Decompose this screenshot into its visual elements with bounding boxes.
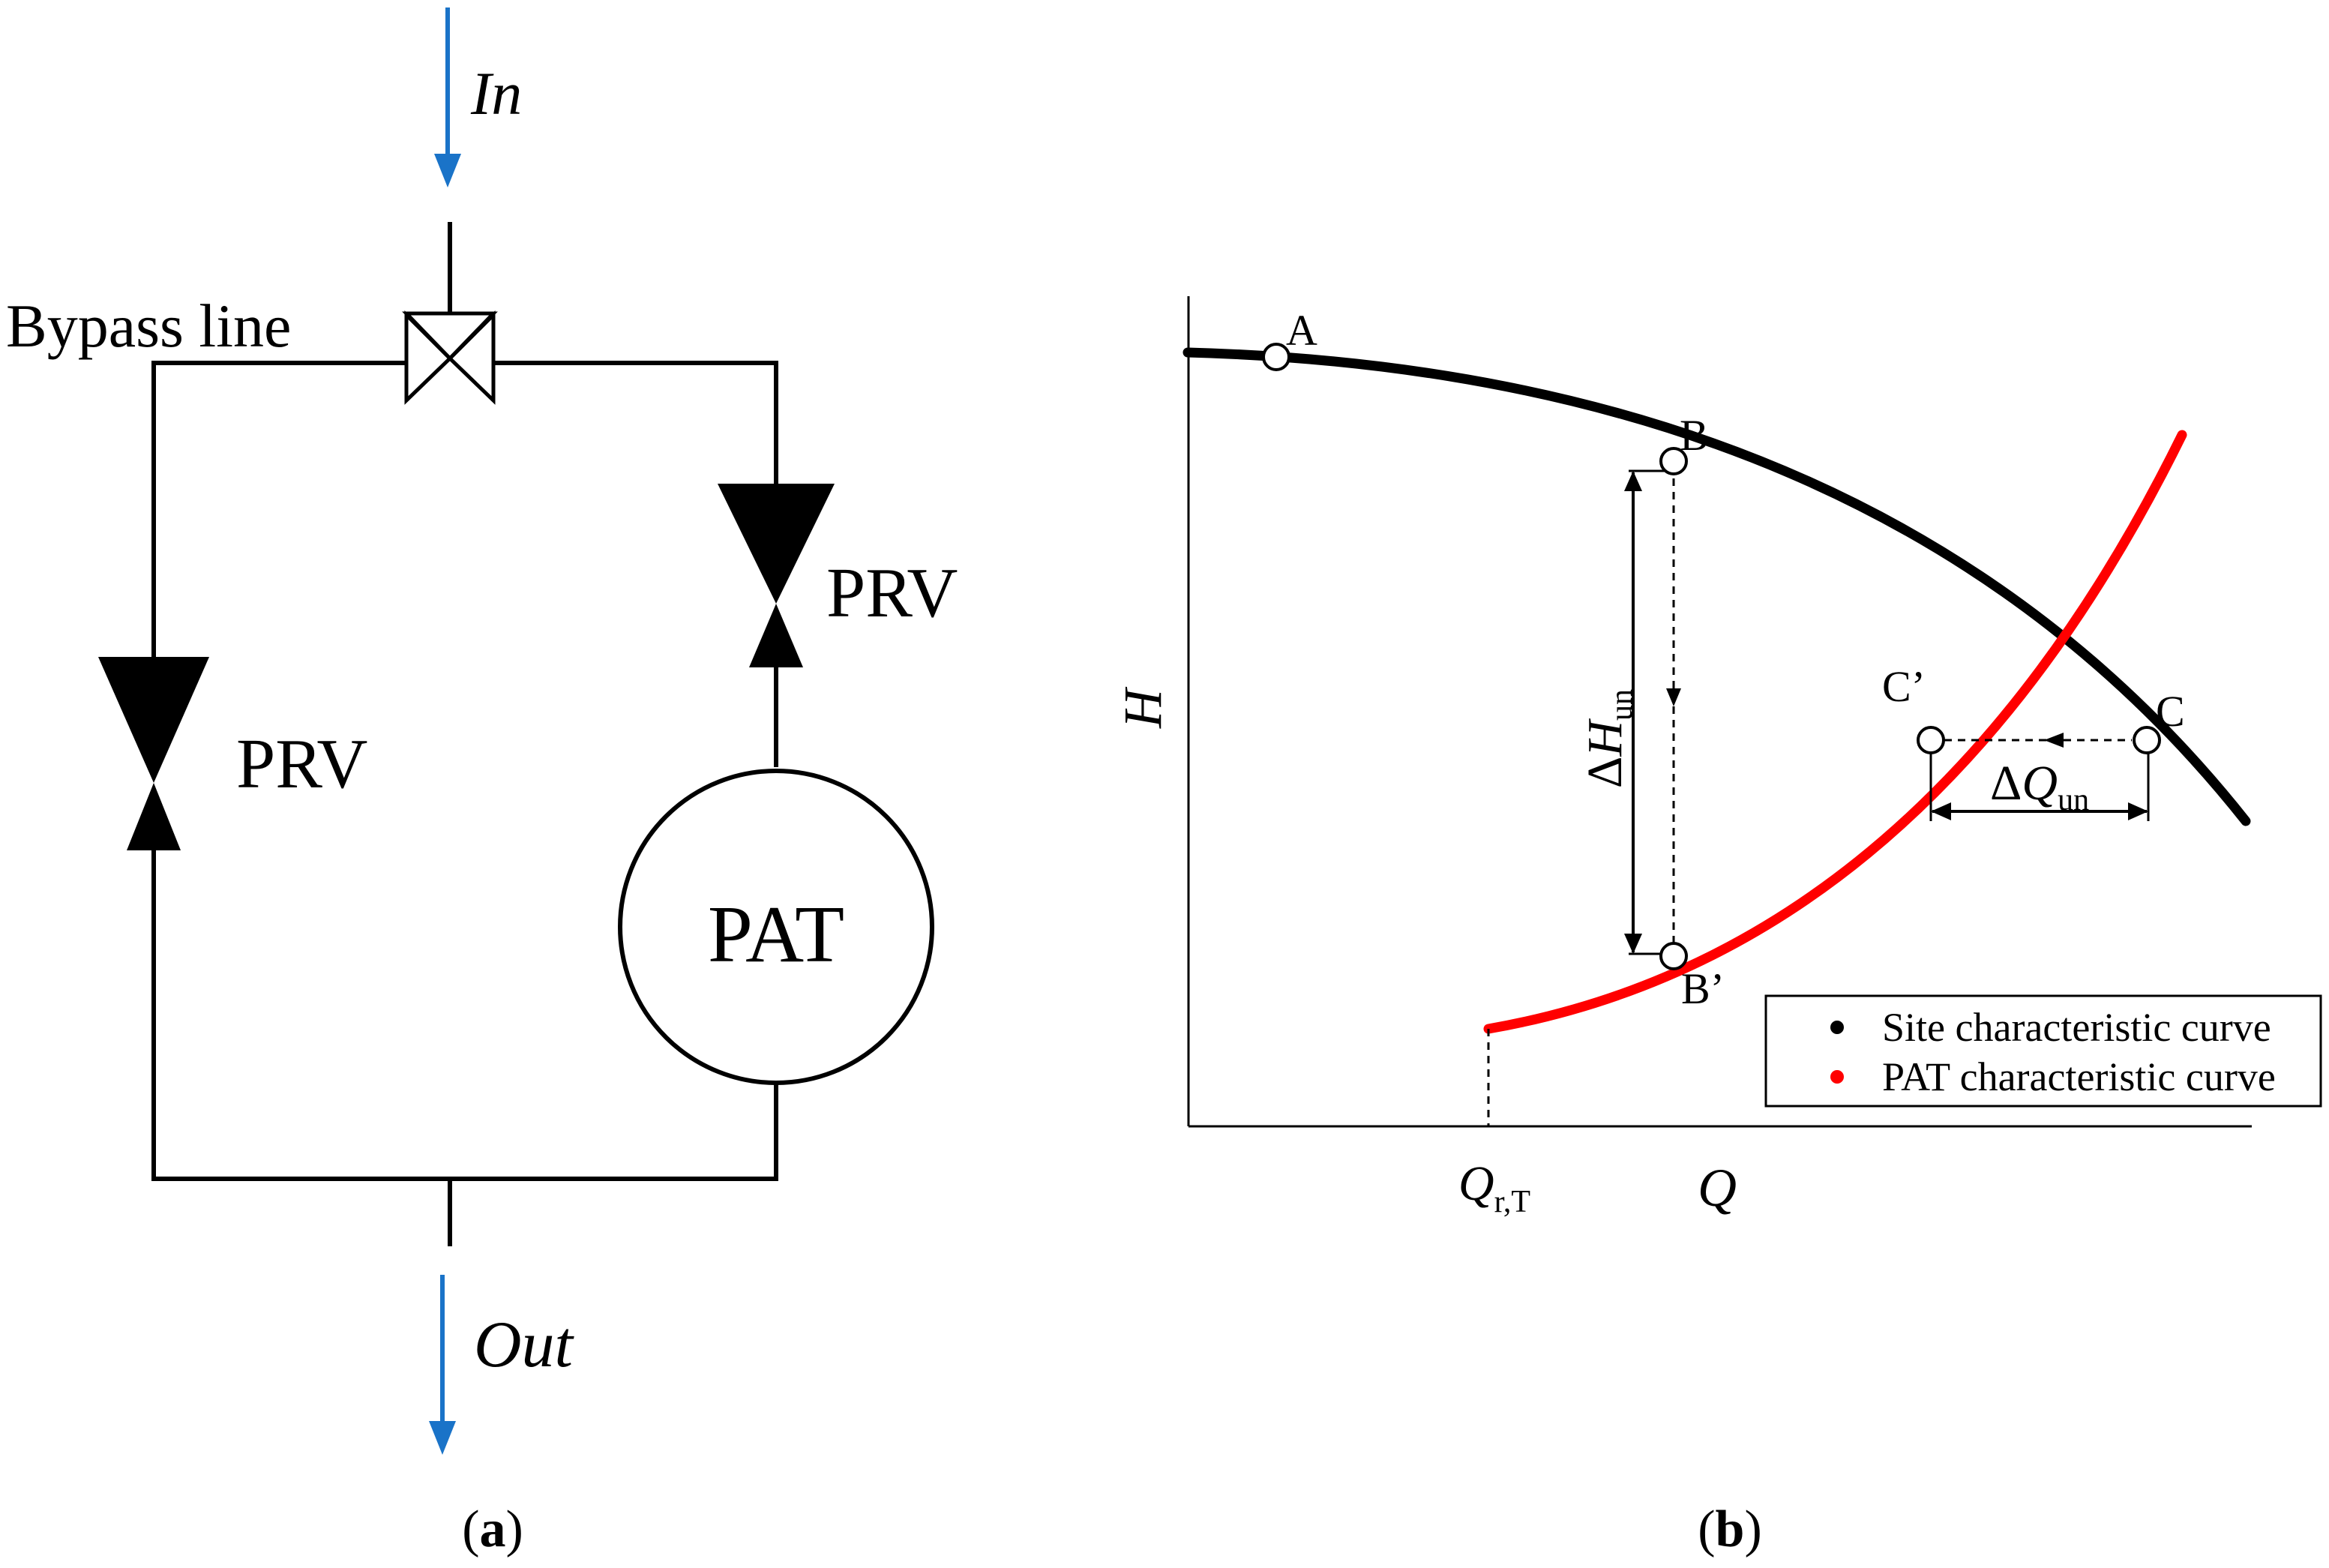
qrt-label: Qr,T <box>1458 1156 1530 1219</box>
outflow-arrow <box>429 1275 456 1455</box>
prv-valve-left-icon <box>98 657 209 850</box>
in-label: In <box>470 59 522 127</box>
pat-turbine-icon <box>618 769 934 1085</box>
point-b-label: B <box>1680 411 1709 460</box>
operating-points <box>1262 343 2161 970</box>
point-c-marker <box>2133 726 2161 754</box>
legend-box <box>1764 994 2322 1108</box>
out-label: Out <box>474 1309 575 1381</box>
inflow-arrow <box>434 7 461 187</box>
legend: Site characteristic curve PAT characteri… <box>1764 994 2322 1108</box>
pat-label: PAT <box>708 890 844 979</box>
three-way-valve-icon <box>402 310 498 405</box>
prv-left-label: PRV <box>236 725 367 803</box>
site-characteristic-curve <box>1182 347 2251 826</box>
delta-h-dimension <box>1624 465 1681 955</box>
prv-right-label: PRV <box>826 554 958 632</box>
prv-valve-right-icon <box>718 484 835 667</box>
y-axis-label: H <box>1113 686 1173 729</box>
delta-q-label: ΔQun <box>1990 756 2089 817</box>
point-a-marker <box>1262 343 1290 371</box>
point-b-prime-label: B’ <box>1681 964 1725 1013</box>
point-b-prime-marker <box>1659 942 1688 970</box>
point-c-prime-marker <box>1917 726 1945 754</box>
legend-site-marker <box>1830 1021 1844 1034</box>
axes <box>1187 296 2252 1128</box>
point-c-label: C <box>2156 687 2185 736</box>
pipe-loop <box>151 361 778 1246</box>
point-c-prime-label: C’ <box>1882 662 1926 711</box>
delta-h-label: ΔHun <box>1578 689 1639 788</box>
legend-pat-label: PAT characteristic curve <box>1882 1054 2276 1099</box>
legend-pat-marker <box>1830 1070 1844 1084</box>
panel-b-curves: H Q Qr,T ΔHun <box>1113 296 2322 1558</box>
delta-q-dimension <box>1929 733 2150 821</box>
bypass-line-label: Bypass line <box>6 292 291 360</box>
panel-a-schematic: In Bypass line PRV PRV <box>6 7 958 1558</box>
caption-a: (a) <box>462 1501 523 1558</box>
point-a-label: A <box>1286 306 1317 355</box>
caption-b: (b) <box>1698 1501 1762 1558</box>
pat-characteristic-curve <box>1483 430 2187 1034</box>
x-axis-label: Q <box>1698 1158 1737 1218</box>
point-b-marker <box>1659 447 1688 475</box>
legend-site-label: Site characteristic curve <box>1882 1005 2271 1050</box>
